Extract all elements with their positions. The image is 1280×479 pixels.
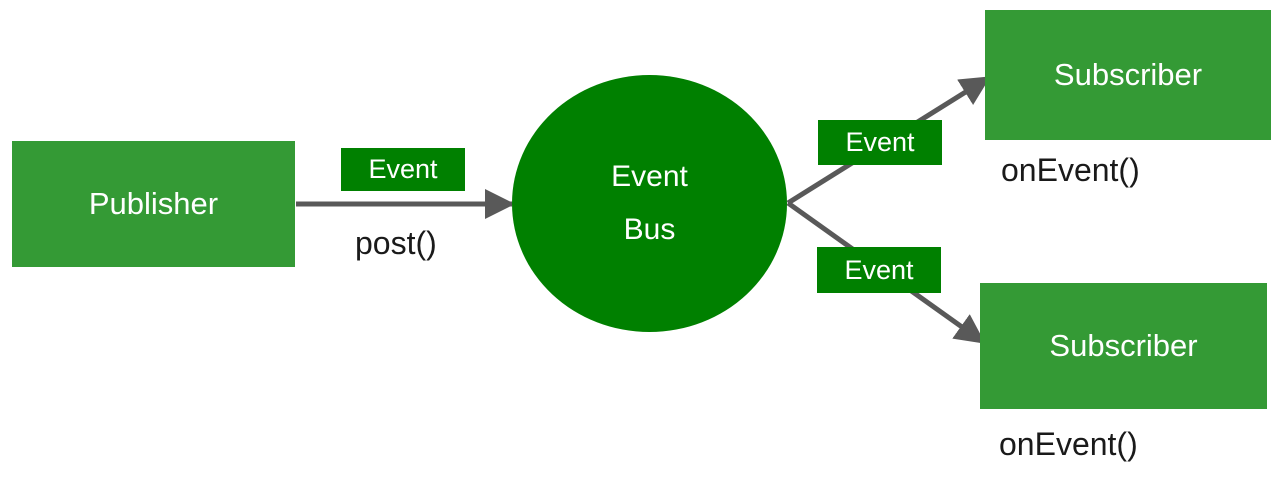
event-chip-publish: Event xyxy=(341,148,465,191)
subscriber-bottom-node[interactable]: Subscriber xyxy=(980,283,1267,409)
event-chip-publish-label: Event xyxy=(368,154,438,184)
event-chip-deliver-bottom: Event xyxy=(817,247,941,293)
event-chip-deliver-top-label: Event xyxy=(845,127,915,157)
event-chip-deliver-top: Event xyxy=(818,120,942,165)
publisher-node[interactable]: Publisher xyxy=(12,141,295,267)
event-bus-node[interactable]: Event Bus xyxy=(512,75,787,332)
event-chip-deliver-bottom-label: Event xyxy=(844,254,914,285)
onevent-top-method-label: onEvent() xyxy=(1001,152,1140,188)
subscriber-top-node[interactable]: Subscriber xyxy=(985,10,1271,140)
onevent-bottom-method-label: onEvent() xyxy=(999,426,1138,462)
event-bus-label-line2: Bus xyxy=(623,212,676,246)
event-bus-label-line1: Event xyxy=(611,160,688,193)
publisher-label: Publisher xyxy=(88,186,219,221)
subscriber-top-label: Subscriber xyxy=(1053,57,1203,92)
subscriber-bottom-label: Subscriber xyxy=(1049,328,1198,363)
post-method-label: post() xyxy=(355,225,437,261)
